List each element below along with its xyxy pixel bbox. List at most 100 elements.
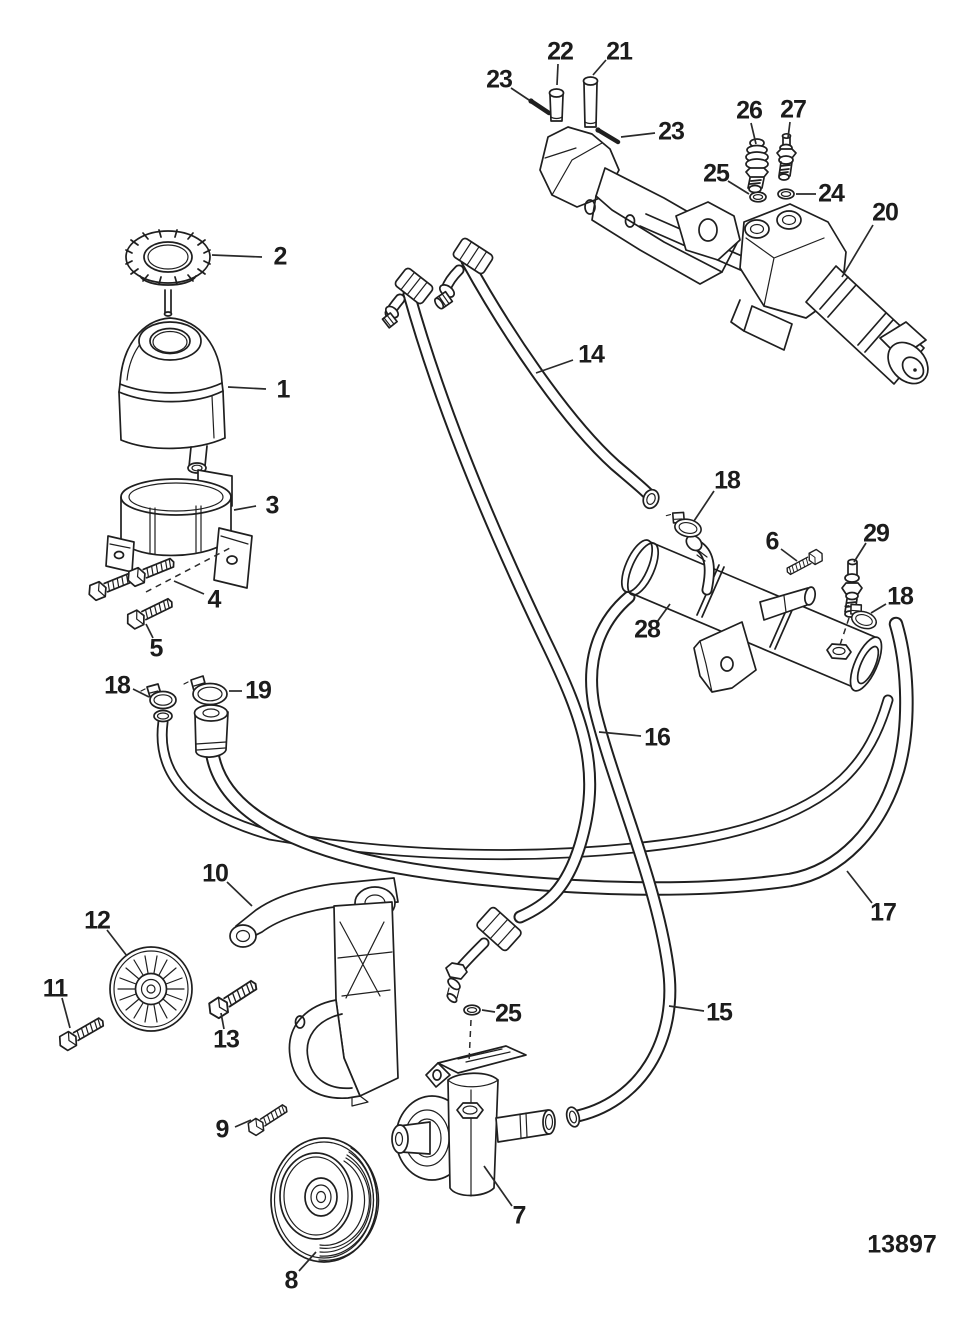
drawing-number: 13897 — [867, 1230, 937, 1259]
hose-14-pressure-hose — [460, 254, 660, 510]
cooler-tube-stub-side — [759, 586, 817, 621]
assembly-guide-oring-25-to-pump-port — [468, 1019, 472, 1063]
hose-clamp-19 — [183, 675, 228, 706]
leader-lines — [61, 59, 887, 1272]
callout-15: 15 — [706, 998, 733, 1027]
leader-line-4 — [173, 580, 205, 595]
bolt-5 — [126, 597, 173, 630]
callout-16: 16 — [644, 723, 671, 752]
clevis-pin-21 — [582, 76, 599, 128]
callout-23b: 23 — [658, 117, 685, 146]
leader-line-26 — [750, 122, 757, 145]
cooler-tube — [620, 534, 883, 693]
hose-16-end-fitting-pump — [445, 906, 522, 1004]
callout-18c: 18 — [887, 582, 914, 611]
leader-line-18b — [693, 490, 715, 522]
idler-pulley — [109, 946, 193, 1032]
callout-2: 2 — [273, 242, 288, 271]
callout-21: 21 — [606, 37, 633, 66]
reservoir-return-hose — [156, 694, 894, 861]
pump-pulley — [270, 1137, 380, 1263]
leader-line-7 — [483, 1165, 513, 1207]
callout-29: 29 — [863, 519, 890, 548]
hose-clamp-18-cooler-top — [665, 511, 702, 538]
leader-line-10 — [226, 881, 253, 907]
bolt-11 — [58, 1017, 105, 1052]
reservoir-cap — [125, 229, 211, 317]
leader-line-11 — [61, 997, 71, 1029]
callout-14: 14 — [578, 340, 605, 369]
hose-16-return-hose — [402, 287, 597, 924]
callout-3: 3 — [265, 491, 280, 520]
callout-23a: 23 — [486, 65, 513, 94]
o-ring-25-top — [749, 191, 767, 203]
hose-15-pressure-hose — [565, 590, 677, 1128]
callout-5: 5 — [149, 634, 164, 663]
cotter-pin-23-left — [528, 98, 552, 116]
callout-7: 7 — [512, 1201, 527, 1230]
callout-4: 4 — [207, 585, 222, 614]
leader-line-23b — [620, 132, 656, 138]
steering-actuator — [539, 126, 929, 385]
leader-line-23a — [510, 87, 530, 101]
callout-25a: 25 — [703, 159, 730, 188]
callout-22: 22 — [547, 37, 574, 66]
leader-line-18c — [870, 603, 887, 614]
leader-line-20 — [841, 224, 874, 278]
leader-line-29 — [853, 542, 867, 563]
leader-line-22 — [556, 63, 559, 86]
hose-17-cooler-hose — [204, 616, 914, 896]
leader-line-28 — [656, 603, 671, 623]
callout-26: 26 — [736, 96, 763, 125]
leader-line-12 — [106, 929, 128, 957]
callout-10: 10 — [202, 859, 229, 888]
callout-20: 20 — [872, 198, 899, 227]
leader-line-2 — [211, 254, 263, 258]
callout-11: 11 — [42, 974, 68, 1003]
callout-28: 28 — [634, 615, 661, 644]
cotter-pin-23-right — [595, 127, 621, 145]
callout-17: 17 — [870, 898, 897, 927]
hose-16-end-fitting-top — [381, 267, 434, 329]
leader-line-6 — [780, 548, 798, 562]
leader-line-1 — [227, 386, 267, 390]
callout-27: 27 — [780, 95, 807, 124]
hose-14-end-fitting — [434, 237, 494, 310]
leader-line-25a — [727, 180, 750, 195]
leader-line-15 — [668, 1005, 705, 1012]
leader-line-14 — [535, 359, 574, 374]
callout-9: 9 — [215, 1115, 230, 1144]
leader-line-3 — [233, 505, 257, 511]
bolt-4b — [127, 557, 175, 588]
callout-1: 1 — [276, 375, 291, 404]
callout-13: 13 — [213, 1025, 240, 1054]
leader-line-8 — [298, 1251, 317, 1272]
leader-line-25b — [481, 1009, 496, 1013]
leader-line-16 — [598, 731, 642, 737]
leader-line-21 — [592, 59, 607, 76]
bolt-13 — [208, 979, 258, 1020]
pump-bracket — [229, 877, 399, 1107]
leader-line-13 — [220, 1012, 225, 1030]
hose-end-thin — [153, 709, 173, 723]
callout-18b: 18 — [714, 466, 741, 495]
hose-clamp-18-cooler-right — [844, 603, 878, 630]
callout-12: 12 — [84, 906, 111, 935]
clevis-pin-22 — [548, 88, 565, 122]
leader-line-9 — [234, 1119, 252, 1128]
o-ring-25-pump — [463, 1004, 481, 1016]
cooler-mount-bracket — [693, 621, 757, 693]
power-steering-pump — [391, 1045, 556, 1197]
callout-24: 24 — [818, 179, 845, 208]
callout-25b: 25 — [495, 999, 522, 1028]
reservoir-clamp-bracket — [105, 469, 253, 589]
o-ring-24 — [777, 188, 795, 200]
callout-8: 8 — [284, 1266, 299, 1295]
fitting-26 — [745, 138, 769, 194]
callout-6: 6 — [765, 527, 780, 556]
bolt-9 — [247, 1104, 288, 1137]
leader-line-18a — [132, 688, 150, 698]
fitting-27 — [776, 132, 797, 181]
assembly-guide-bolts-4-to-bracket — [145, 547, 231, 593]
